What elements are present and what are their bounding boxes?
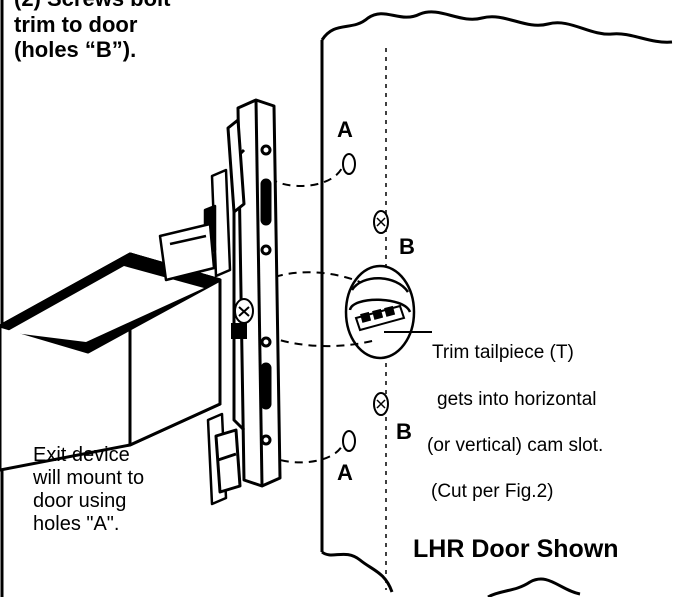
exit-device-body [0,252,222,472]
door-handing-label: LHR Door Shown [413,535,619,563]
tailpiece [354,304,406,332]
mounting-hole-a-bottom [342,430,356,452]
callout-b-bottom: B [396,419,412,444]
plate-screw [231,298,254,339]
screw-hole-b-top [373,210,389,234]
screw-hole-b-bottom [373,392,389,416]
screw-instruction-note: (2) Screws bolt trim to door (holes “B”)… [14,0,170,63]
mounting-hole-a-top [342,153,356,175]
trim-tailpiece-note: Trim tailpiece (T) gets into horizontal … [427,318,603,527]
trim-note-line-3: (or vertical) cam slot. [427,434,604,456]
rear-bracket [158,168,232,506]
callout-b-top: B [399,234,415,259]
door-edge [320,10,673,597]
trim-note-line-1: Trim tailpiece (T) [432,342,574,364]
callout-a-top: A [337,117,353,142]
trim-note-line-2: gets into horizontal [437,388,597,410]
exit-device-note: Exit device will mount to door using hol… [33,444,145,535]
callout-a-bottom: A [337,460,353,485]
trim-note-line-4: (Cut per Fig.2) [431,481,554,503]
mounting-plate [214,98,282,494]
